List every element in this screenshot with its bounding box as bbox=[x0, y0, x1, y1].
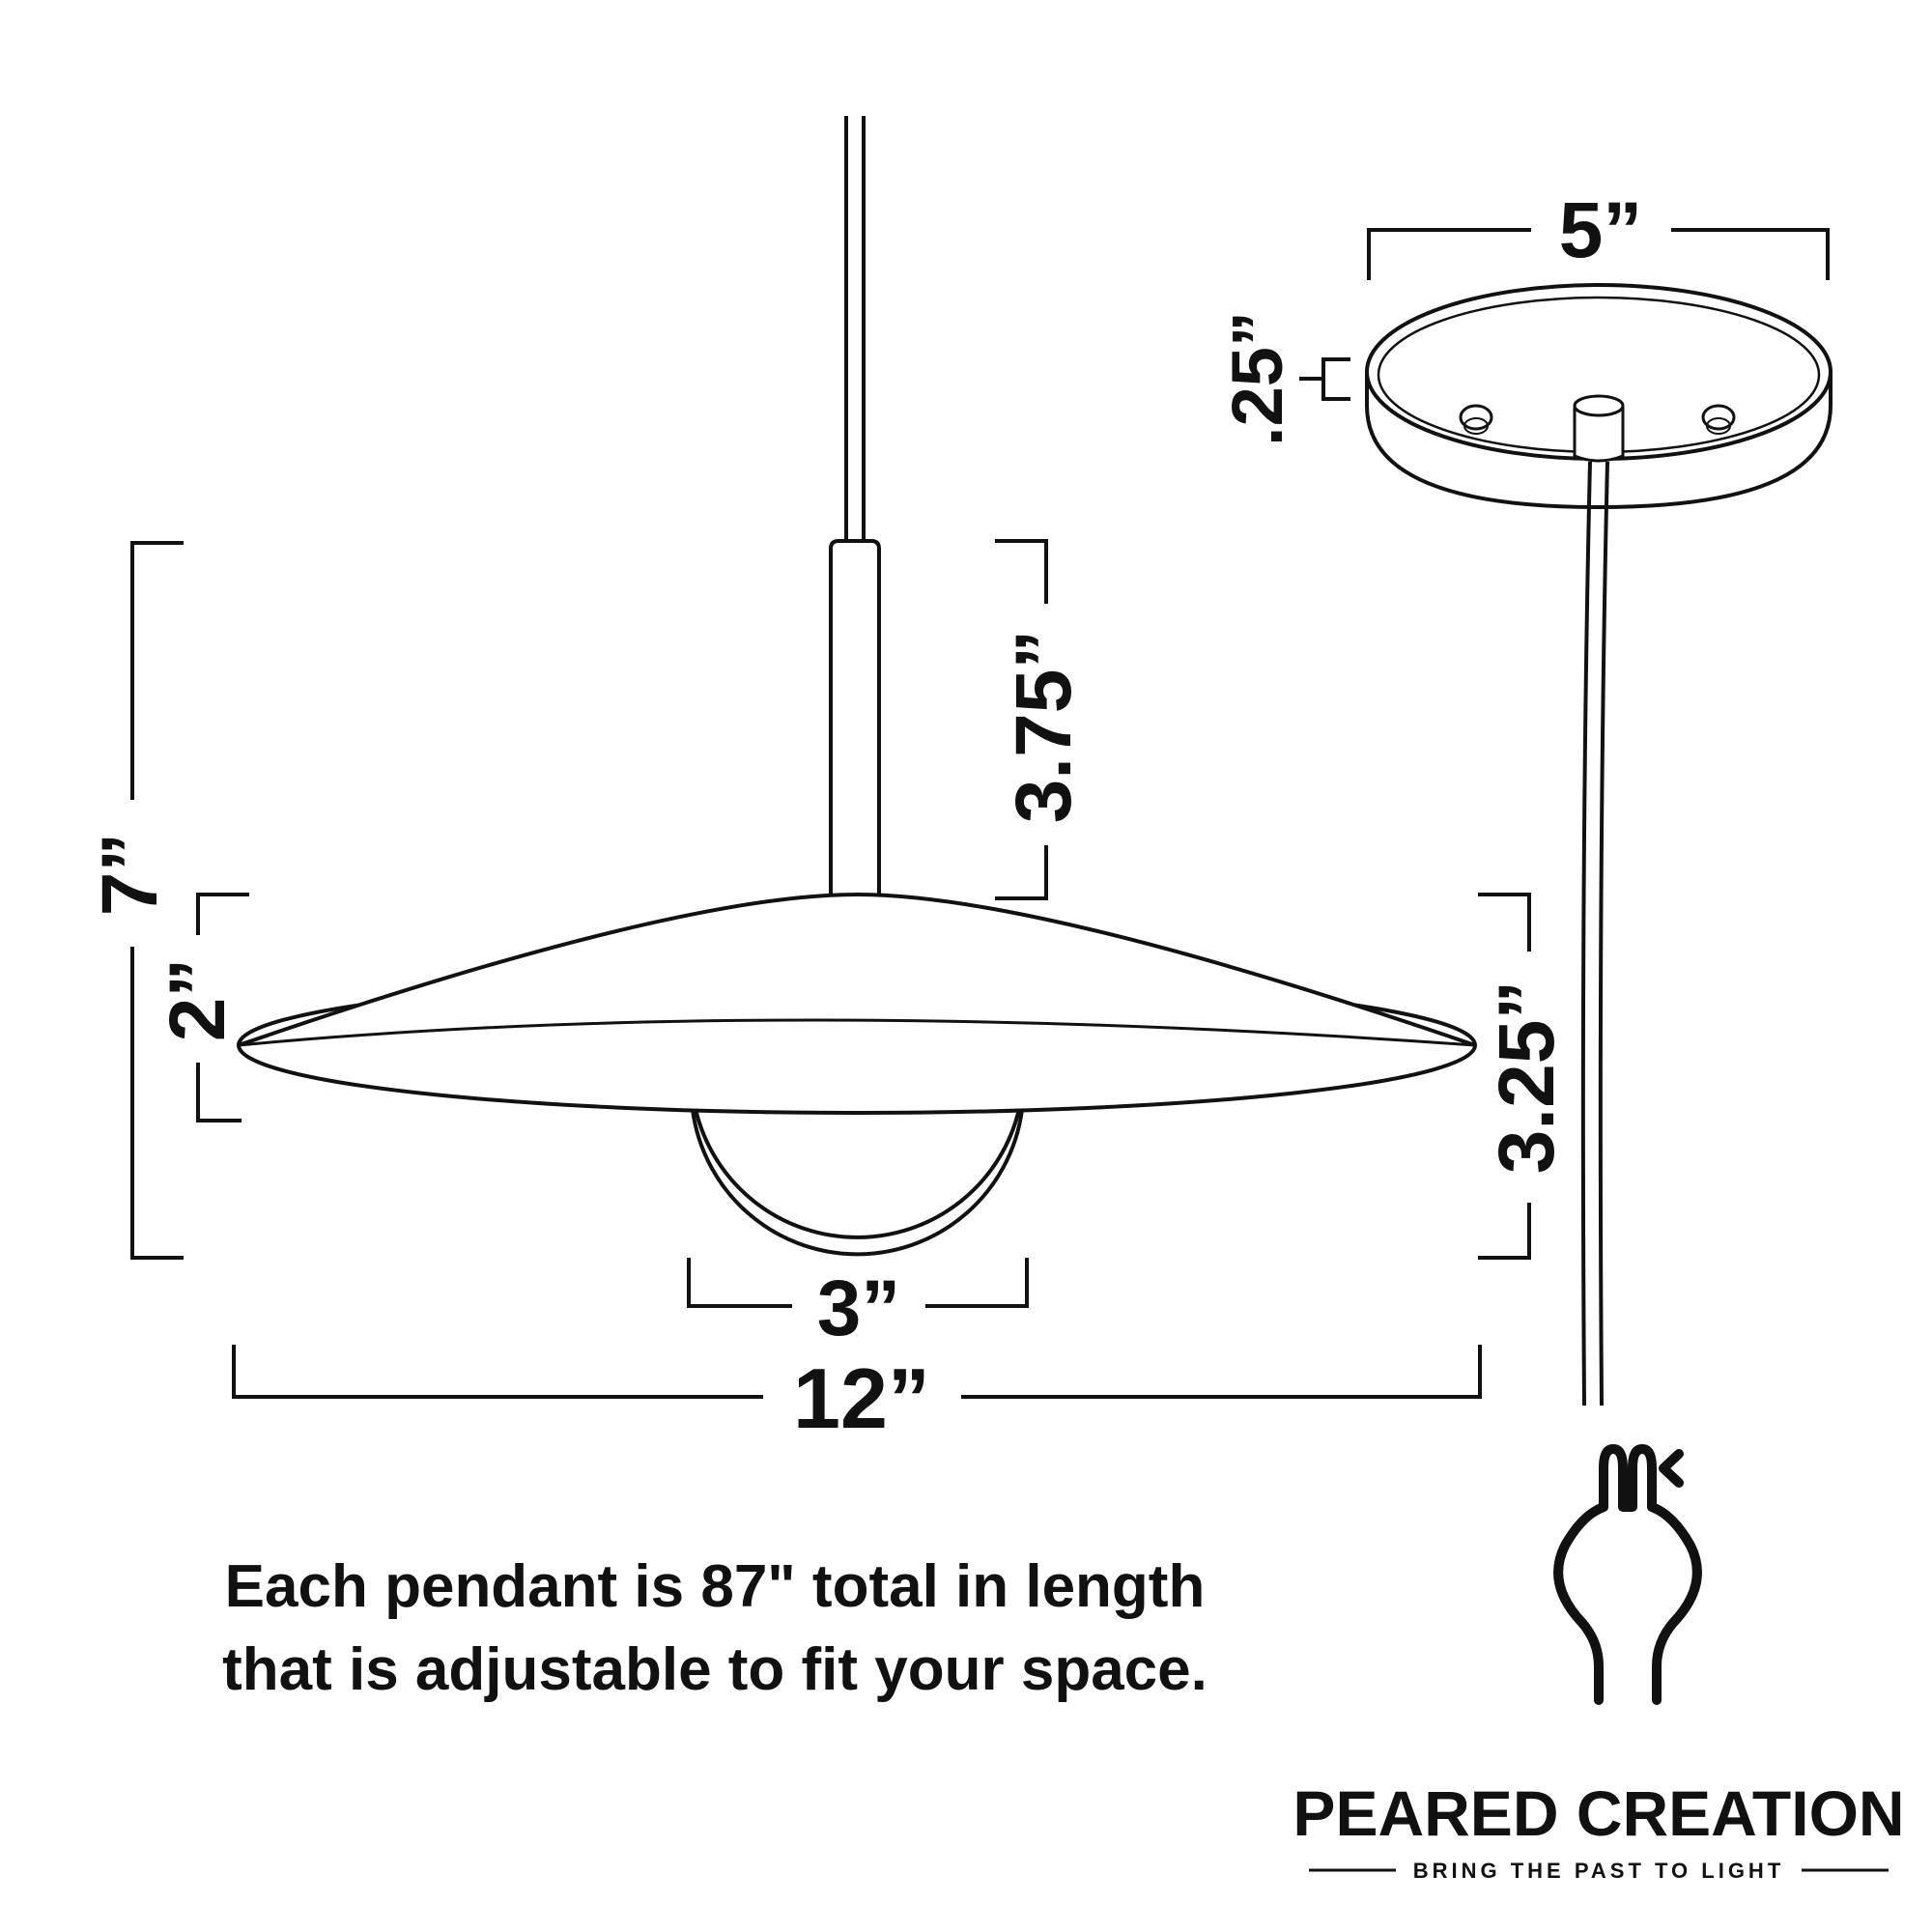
dim-cord-to-shade: 3.75” bbox=[1000, 630, 1088, 824]
dim-bulb-width: 3” bbox=[817, 1264, 901, 1352]
dim-shade-width: 12” bbox=[793, 1350, 930, 1446]
dim-total-height: 7” bbox=[86, 833, 174, 917]
dim-canopy-depth: .25” bbox=[1217, 311, 1297, 446]
brand-tagline: BRING THE PAST TO LIGHT bbox=[1413, 1859, 1785, 1883]
pendant-stem bbox=[829, 539, 881, 895]
dim-bulb-drop: 3.25” bbox=[1483, 980, 1571, 1175]
pendant-length-note: Each pendant is 87" total in length that… bbox=[135, 1546, 1294, 1712]
ceiling-canopy bbox=[1365, 283, 1833, 510]
brand-name: PEARED CREATION bbox=[1293, 1777, 1904, 1849]
pendant-shade bbox=[237, 892, 1477, 1239]
canopy-cord-grip bbox=[1573, 408, 1625, 463]
dimension-lines bbox=[130, 228, 1830, 1399]
dim-shade-height: 2” bbox=[154, 958, 242, 1042]
canopy-cord bbox=[1580, 461, 1609, 1406]
caption-line-2: that is adjustable to fit your space. bbox=[222, 1636, 1208, 1703]
dim-canopy-width: 5” bbox=[1559, 186, 1643, 274]
pendant-cord bbox=[844, 116, 866, 541]
bulb-logo-icon bbox=[1553, 1444, 1702, 1705]
caption-line-1: Each pendant is 87" total in length bbox=[224, 1553, 1206, 1620]
